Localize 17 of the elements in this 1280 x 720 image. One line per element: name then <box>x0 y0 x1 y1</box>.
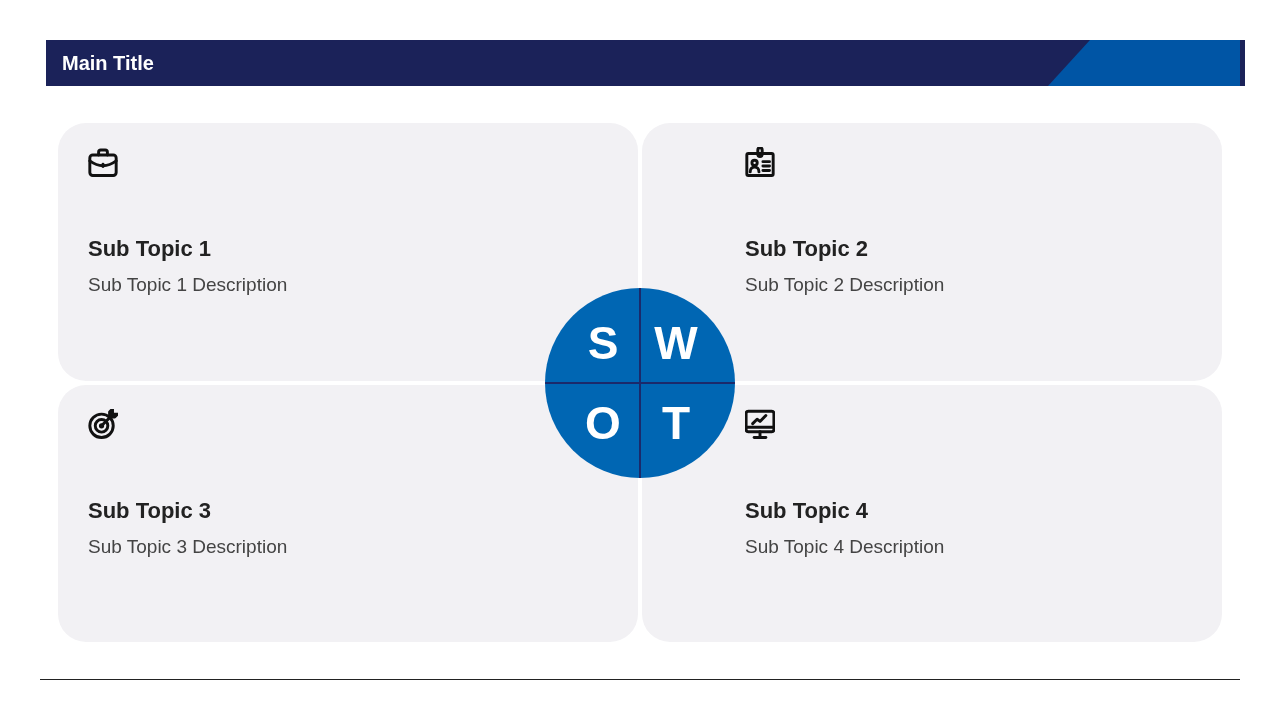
quadrant-letter: T <box>661 400 691 446</box>
quadrant-letter: S <box>587 320 619 366</box>
card-heading: Sub Topic 4 <box>745 498 869 524</box>
card-heading: Sub Topic 3 <box>88 498 212 524</box>
card-description: Sub Topic 2 Description <box>745 273 945 296</box>
card-heading: Sub Topic 2 <box>745 236 869 262</box>
card-description: Sub Topic 4 Description <box>745 535 945 558</box>
topic-card <box>642 123 1222 381</box>
card-description: Sub Topic 3 Description <box>88 535 288 558</box>
card-heading: Sub Topic 1 <box>88 236 212 262</box>
card-description: Sub Topic 1 Description <box>88 273 288 296</box>
page-title: Main Title <box>62 52 154 74</box>
topic-card <box>58 123 638 381</box>
quadrant-letter: O <box>585 400 621 446</box>
topic-card <box>58 385 638 642</box>
topic-card <box>642 385 1222 642</box>
quadrant-letter: W <box>654 320 698 366</box>
